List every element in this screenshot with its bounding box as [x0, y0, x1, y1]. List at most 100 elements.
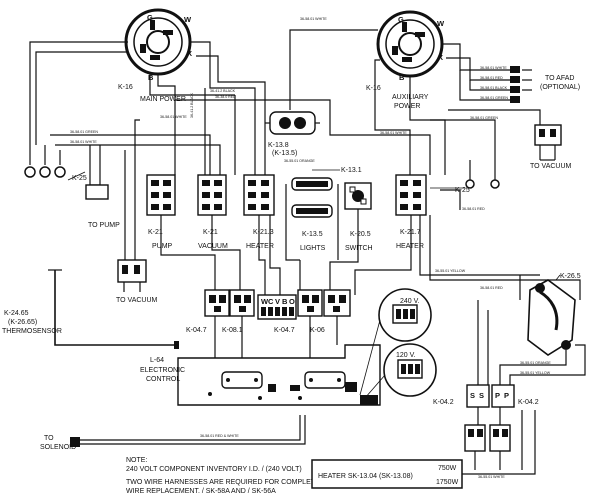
lights-ref: K-13.5: [302, 231, 323, 238]
connector-row: [204, 289, 351, 320]
vacuum-right-label: TO VACUUM: [530, 163, 572, 170]
middle-wires: [160, 189, 581, 300]
afad-optional: (OPTIONAL): [540, 84, 580, 91]
wire-label: 36-58.01 WHITE: [160, 115, 187, 119]
heater-box: HEATER SK-13.04 (SK-13.08) 750W 1750W: [311, 459, 536, 489]
wire-label: 36-58.01 WHITE: [380, 131, 407, 135]
lights-label: LIGHTS: [300, 245, 326, 252]
wire-label: 36-58.01 RED: [480, 76, 503, 80]
vacuum-left-label: TO VACUUM: [116, 297, 158, 304]
top-wires: [29, 29, 541, 175]
wire-label: 36-38.0 RED: [215, 95, 236, 99]
thermosensor: [48, 269, 179, 349]
notes: NOTE: 240 VOLT COMPONENT INVENTORY I.D. …: [126, 457, 320, 495]
svg-text:W: W: [437, 19, 445, 28]
thermo-ref-2: (K-26.65): [8, 319, 37, 326]
v240-label: 240 V.: [400, 298, 420, 305]
svg-text:HEATER SK-13.04 (SK-13.08): HEATER SK-13.04 (SK-13.08): [318, 473, 413, 480]
wire-label: 36-41.2 BLACK: [210, 89, 236, 93]
aux-power-receptacle: G W X B: [376, 10, 445, 82]
svg-text:G: G: [147, 13, 153, 22]
wire-label: 36-58.01 GREEN: [480, 96, 508, 100]
svg-text:750W: 750W: [438, 465, 457, 472]
wire-label: 36-58.01 RED: [462, 207, 485, 211]
switch-ref: K-20.5: [350, 231, 371, 238]
svg-text:B: B: [399, 73, 405, 82]
wire-label: 36-55.01 YELLOW: [435, 269, 466, 273]
svg-text:P: P: [504, 391, 509, 400]
v120-label: 120 V.: [396, 352, 416, 359]
conn-k047b-ref: K-04.7: [274, 327, 295, 334]
wire-label: 36-55.01 WHITE: [478, 475, 505, 479]
main-power-label: MAIN POWER: [140, 96, 186, 103]
pump-k25-ref: K-25: [72, 175, 87, 182]
solenoid-label: TO: [44, 435, 54, 442]
aux-k25-ref: K-25: [455, 187, 470, 194]
aux-power-ref: K-16: [366, 85, 381, 92]
wire-label: 36-58.01 RED & WHITE: [200, 434, 239, 438]
conn-k042a-ref: K-04.2: [433, 399, 454, 406]
svg-text:X: X: [438, 53, 443, 62]
wire-label: 36-58.01 RED: [480, 286, 503, 290]
heater-main-label: HEATER: [246, 243, 274, 250]
wire-label: 36-58.01 WHITE: [480, 66, 507, 70]
svg-text:S: S: [479, 391, 484, 400]
aux-power-label-2: POWER: [394, 103, 420, 110]
wire-label: 36-58.01 WHITE: [70, 140, 97, 144]
vacuum-plug-right: [534, 124, 562, 161]
lights-ref-top: K-13.1: [341, 167, 362, 174]
pump-switch-label: PUMP: [152, 243, 173, 250]
pump-switch-ref: K-21: [148, 229, 163, 236]
conn-k042b-ref: K-04.2: [518, 399, 539, 406]
svg-text:O: O: [289, 297, 295, 306]
control-ref: L-64: [150, 357, 164, 364]
to-pump-label: TO PUMP: [88, 222, 120, 229]
electronic-control-board: [177, 316, 381, 406]
wire-label: 36-58.01 WHITE: [300, 17, 327, 21]
thermo-ref: K-24.65: [4, 310, 29, 317]
svg-text:G: G: [398, 15, 404, 24]
svg-text:X: X: [187, 49, 192, 58]
vacuum-switch-ref: K-21: [203, 229, 218, 236]
conn-k047a-ref: K-04.7: [186, 327, 207, 334]
pump-switch: [146, 174, 176, 216]
solenoid-wire: [70, 415, 306, 447]
svg-text:C: C: [268, 297, 274, 306]
terminal-letters: W C V B O: [261, 297, 295, 306]
svg-text:S: S: [470, 391, 475, 400]
lights-fuses: [285, 169, 340, 261]
conn-k081-ref: K-08.1: [222, 327, 243, 334]
afad-connector: [510, 66, 532, 103]
svg-text:WIRE REPLACEMENT. / SK-58A AN: WIRE REPLACEMENT. / SK-58A AND / SK-56A: [126, 488, 276, 495]
wire-label: 36-58.01 GREEN: [470, 116, 498, 120]
wire-label: 36-58.01 GREEN: [70, 130, 98, 134]
vacuum-switch-label: VACUUM: [198, 243, 228, 250]
thermo-label: THERMOSENSOR: [2, 328, 62, 335]
vacuum-plug-left: [117, 150, 147, 292]
fuse-holder: [265, 111, 320, 135]
control-label-2: CONTROL: [146, 376, 180, 383]
heater-aux-ref: K-21.7: [400, 229, 421, 236]
heater-switch-main: [243, 174, 275, 216]
heater-element-ref: K-26.5: [560, 273, 581, 280]
heater-element: [527, 274, 576, 356]
fuse-ref: K-13.8: [268, 142, 289, 149]
control-label: ELECTRONIC: [140, 367, 185, 374]
fuse-ref-2: (K-13.5): [272, 150, 297, 157]
svg-text:W: W: [184, 15, 192, 24]
heater-aux-label: HEATER: [396, 243, 424, 250]
afad-label: TO AFAD: [545, 75, 574, 82]
main-power-receptacle: G W X B: [124, 8, 192, 82]
svg-text:240 VOLT COMPONENT INVENTORY I: 240 VOLT COMPONENT INVENTORY I.D. / (240…: [126, 466, 302, 473]
svg-text:B: B: [148, 73, 154, 82]
svg-text:P: P: [495, 391, 500, 400]
pump-ring-terminals: [24, 145, 109, 200]
svg-text:B: B: [282, 297, 288, 306]
wire-label: 36-55.01 ORANGE: [520, 361, 551, 365]
wire-label: 36-55.01 ORANGE: [284, 159, 315, 163]
heater-switch-aux: [395, 174, 427, 216]
switch-label: SWITCH: [345, 245, 373, 252]
svg-text:W: W: [261, 297, 269, 306]
wire-label: 36-58.01 BLACK: [480, 86, 508, 90]
